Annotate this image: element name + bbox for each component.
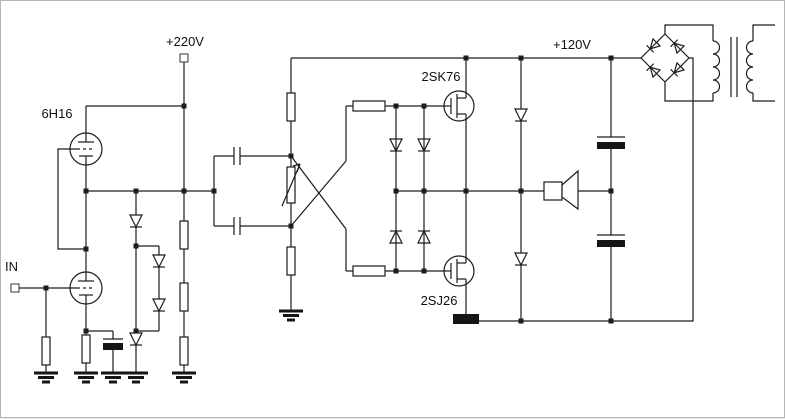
gate-clamp-diode-1-lower	[389, 229, 403, 244]
mosfet-2sj26	[443, 255, 475, 287]
tube-v1-upper-triode	[69, 106, 103, 166]
resistor-gate-upper	[352, 100, 386, 112]
label-mosfet-2sk76: 2SK76	[421, 69, 460, 84]
power-transformer	[712, 37, 754, 97]
label-input: IN	[5, 259, 18, 274]
filter-capacitor-upper	[597, 136, 625, 149]
ground-symbol-rail	[172, 371, 196, 384]
catch-diode-upper	[514, 108, 528, 123]
bias-diode-b2	[152, 298, 166, 313]
speaker-icon	[543, 169, 579, 211]
gate-clamp-diode-1-upper	[389, 138, 403, 153]
tube-v2-lower-triode	[69, 271, 103, 305]
resistor-rail-1	[179, 220, 189, 250]
bridge-rectifier	[640, 33, 690, 83]
resistor-rail-2	[179, 282, 189, 312]
bias-diode-a2	[129, 332, 143, 347]
label-supply-220v: +220V	[166, 34, 204, 49]
label-tube-6h16: 6H16	[41, 106, 72, 121]
ground-symbol-bypass	[101, 371, 125, 384]
label-supply-120v: +120V	[553, 37, 591, 52]
ground-symbol-cathode	[74, 371, 98, 384]
resistor-driver-top	[286, 92, 296, 122]
resistor-cathode	[81, 334, 91, 364]
ground-symbol-input	[34, 371, 58, 384]
resistor-input-grid	[41, 336, 51, 366]
coupling-capacitor-upper	[233, 147, 241, 165]
mosfet-2sk76	[443, 90, 475, 122]
bias-diode-b1	[152, 254, 166, 269]
terminal-220v	[179, 53, 189, 63]
junction-dots	[43, 55, 614, 334]
gate-clamp-diode-2-upper	[417, 138, 431, 153]
negative-rail-bar	[453, 314, 479, 324]
trimmer-potentiometer	[281, 163, 301, 207]
filter-capacitor-lower	[597, 234, 625, 247]
coupling-capacitor-lower	[233, 217, 241, 235]
resistor-rail-3	[179, 336, 189, 366]
resistor-gate-lower	[352, 265, 386, 277]
catch-diode-lower	[514, 252, 528, 267]
ground-symbol-driver	[279, 309, 303, 322]
terminal-input	[10, 283, 20, 293]
bypass-capacitor	[103, 338, 123, 350]
ground-symbol-diode-chain	[124, 371, 148, 384]
wires	[19, 24, 775, 373]
label-mosfet-2sj26: 2SJ26	[421, 293, 458, 308]
bias-diode-a1	[129, 214, 143, 229]
resistor-driver-bottom	[286, 246, 296, 276]
gate-clamp-diode-2-lower	[417, 229, 431, 244]
